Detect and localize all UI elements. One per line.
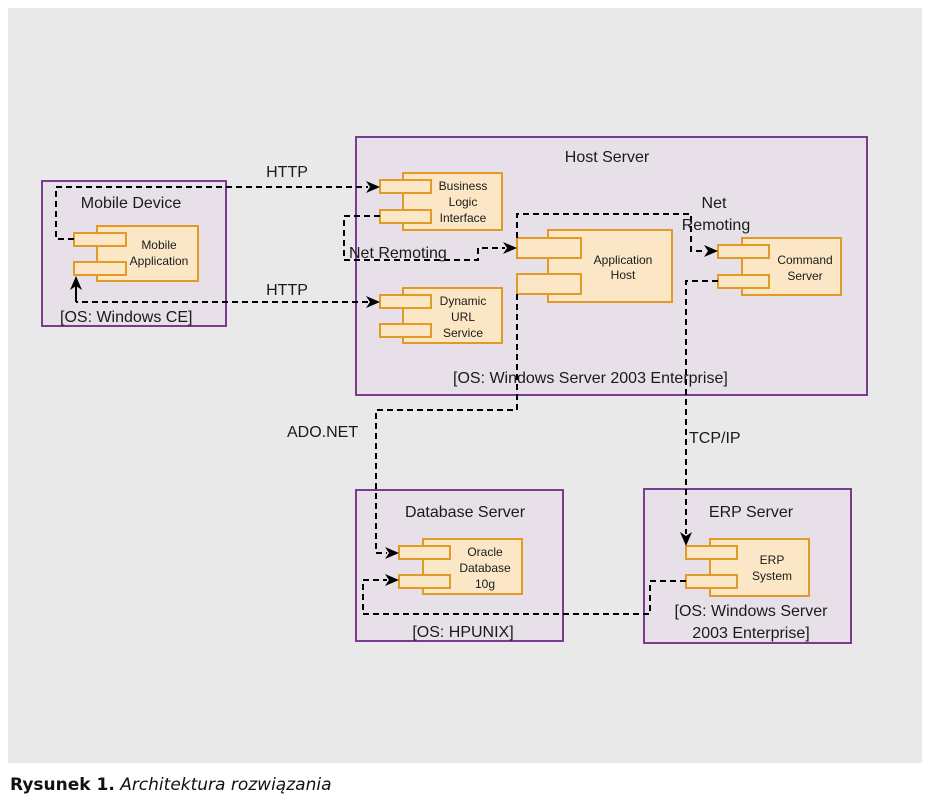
component-label-line: Logic (449, 195, 478, 209)
connection-erp-to-oracle (362, 574, 686, 615)
connector-line (516, 213, 706, 252)
node-host-server-title: Host Server (565, 149, 650, 166)
component-label-line: Application (130, 254, 189, 268)
connection-http-mobile-to-bli: HTTP (55, 164, 380, 240)
node-database-server-title: Database Server (405, 504, 526, 521)
component-label-line: Oracle (467, 545, 503, 559)
node-database-server-os: [OS: HPUNIX] (412, 624, 513, 641)
component-command-server: Command Server (717, 237, 842, 296)
connection-label: Net Remoting (349, 245, 447, 262)
component-label-line: Host (611, 268, 636, 282)
node-mobile-device-os: [OS: Windows CE] (60, 309, 192, 326)
node-erp-server-os-line1: [OS: Windows Server (675, 603, 829, 620)
component-port-icon (516, 273, 582, 295)
component-oracle-database: Oracle Database 10g (398, 538, 523, 595)
component-label-line: ERP (760, 553, 785, 567)
component-dynamic-url-service: Dynamic URL Service (379, 287, 503, 344)
connection-adonet-apphost-to-oracle: ADO.NET (287, 294, 518, 559)
connection-label: Remoting (682, 217, 750, 234)
arrowhead-icon (503, 242, 517, 254)
component-label-line: Command (777, 253, 832, 267)
arrowhead-icon (366, 181, 380, 193)
component-label-line: Database (459, 561, 511, 575)
component-label-line: 10g (475, 577, 495, 591)
connection-http-dus-to-mobile: HTTP (70, 276, 380, 308)
arrowhead-icon (704, 245, 718, 257)
component-port-icon (717, 274, 770, 289)
connection-net-remoting-bli-to-apphost: Net Remoting (343, 215, 517, 262)
node-database-server: Database Server [OS: HPUNIX] (355, 489, 564, 642)
component-label-line: Mobile (141, 238, 177, 252)
component-label-line: URL (451, 310, 475, 324)
connector-line (685, 280, 718, 534)
connection-label: TCP/IP (689, 430, 741, 447)
connector-line (375, 294, 518, 554)
component-port-icon (398, 574, 451, 589)
component-label-line: System (752, 569, 792, 583)
node-erp-server-title: ERP Server (709, 504, 794, 521)
component-port-icon (73, 261, 127, 276)
connection-net-remoting-apphost-to-cmd: Net Remoting (516, 195, 750, 257)
component-label-line: Dynamic (440, 294, 487, 308)
component-port-icon (717, 244, 770, 259)
connector-line (343, 215, 505, 261)
figure-caption: Rysunek 1. Architektura rozwiązania (10, 775, 331, 795)
component-label-line: Service (443, 326, 483, 340)
connection-label: ADO.NET (287, 424, 358, 441)
connection-tcpip-cmd-to-erp: TCP/IP (680, 280, 741, 546)
component-application-host: Application Host (516, 229, 673, 303)
node-erp-server-os-line2: 2003 Enterprise] (692, 625, 809, 642)
arrowhead-icon (385, 547, 399, 559)
arrowhead-icon (366, 296, 380, 308)
figure-caption-label: Rysunek 1. (10, 775, 115, 795)
component-port-icon (516, 237, 582, 259)
component-label-line: Application (594, 253, 653, 267)
figure-caption-text: Architektura rozwiązania (120, 775, 332, 795)
component-mobile-application: Mobile Application (73, 225, 199, 282)
connection-label: Net (702, 195, 727, 212)
component-label-line: Server (787, 269, 822, 283)
component-business-logic-interface: Business Logic Interface (379, 172, 503, 231)
component-label-line: Business (439, 179, 488, 193)
component-port-icon (379, 294, 432, 309)
component-port-icon (73, 232, 127, 247)
node-mobile-device-title: Mobile Device (81, 195, 182, 212)
component-port-icon (685, 545, 738, 560)
component-port-icon (379, 209, 432, 224)
component-port-icon (379, 179, 432, 194)
component-port-icon (398, 545, 451, 560)
component-port-icon (685, 574, 738, 589)
connection-label: HTTP (266, 164, 308, 181)
arrowhead-icon (385, 574, 399, 586)
node-host-server-os: [OS: Windows Server 2003 Enterprise] (453, 370, 728, 387)
connection-label: HTTP (266, 282, 308, 299)
connector-line (362, 579, 686, 615)
arrowhead-icon (70, 276, 82, 290)
connector-line (55, 186, 368, 240)
component-port-icon (379, 323, 432, 338)
arrowhead-icon (680, 532, 692, 546)
component-label-line: Interface (440, 211, 487, 225)
